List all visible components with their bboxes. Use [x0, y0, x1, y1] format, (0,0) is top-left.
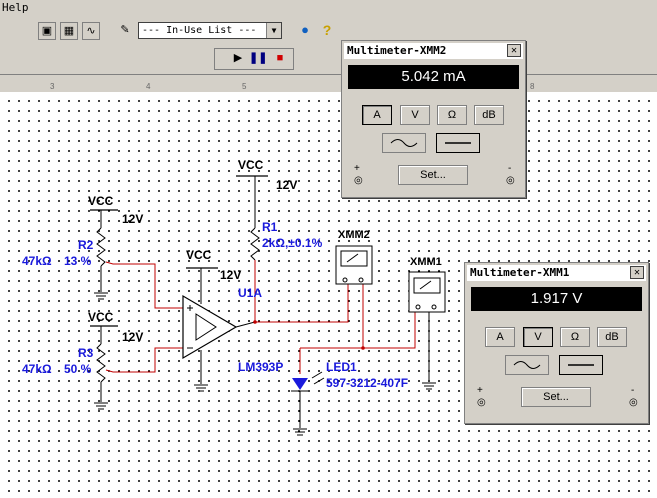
meter-reading: 5.042 mA [348, 65, 519, 89]
multimeter-xmm2-title[interactable]: Multimeter-XMM2 ✕ [344, 43, 523, 59]
dc-line-icon [445, 142, 471, 144]
positive-terminal-icon[interactable]: ◎ [354, 175, 363, 186]
r2-label: R2 [78, 238, 94, 252]
in-use-list-value: --- In-Use List --- [142, 25, 257, 36]
close-icon[interactable]: ✕ [630, 266, 644, 279]
decibel-button[interactable]: dB [474, 105, 504, 125]
grapher-icon[interactable]: ∿ [82, 22, 100, 40]
dc-mode-button[interactable] [436, 133, 480, 153]
vcc-label-r3: VCC [88, 310, 114, 324]
decibel-button[interactable]: dB [597, 327, 627, 347]
set-button[interactable]: Set... [521, 387, 591, 407]
sine-wave-icon [390, 139, 418, 147]
led-part: 597-3212-407F [326, 376, 409, 390]
negative-terminal-icon[interactable]: ◎ [629, 397, 638, 408]
vcc-label-u1: VCC [186, 248, 212, 262]
vcc-label-r1: VCC [238, 158, 264, 172]
simulation-controls: ▶ ❚❚ ■ [214, 48, 294, 70]
negative-terminal-label: - [631, 385, 635, 396]
ruler-mark: 4 [146, 82, 151, 91]
window-title: Multimeter-XMM1 [470, 266, 570, 279]
globe-icon[interactable]: ● [296, 22, 314, 40]
design-toolbox-icon[interactable]: ▣ [38, 22, 56, 40]
stop-icon[interactable]: ■ [271, 50, 289, 68]
voltage-label-r1: 12V [276, 178, 298, 192]
r1-value: 2kΩ,±0.1% [262, 236, 323, 250]
ruler-mark: 3 [50, 82, 55, 91]
r3-label: R3 [78, 346, 94, 360]
pause-icon[interactable]: ❚❚ [249, 50, 267, 68]
in-use-list-select[interactable]: --- In-Use List --- ▼ [138, 22, 282, 39]
voltmeter-button[interactable]: V [523, 327, 553, 347]
xmm1-label: XMM1 [410, 256, 442, 268]
r2-percent: 13 % [64, 254, 92, 268]
set-button[interactable]: Set... [398, 165, 468, 185]
run-icon[interactable]: ▶ [229, 50, 247, 68]
voltage-label-u1: 12V [220, 268, 242, 282]
spreadsheet-icon[interactable]: ▦ [60, 22, 78, 40]
led-label: LED1 [326, 360, 357, 374]
ac-mode-button[interactable] [382, 133, 426, 153]
ohmmeter-button[interactable]: Ω [560, 327, 590, 347]
sine-wave-icon [513, 361, 541, 369]
toolbar: ▣ ▦ ∿ ✎ --- In-Use List --- ▼ ● ? ▶ ❚❚ ■ [0, 16, 657, 75]
menu-bar: Help [0, 0, 657, 16]
dc-mode-button[interactable] [559, 355, 603, 375]
vcc-label-r2: VCC [88, 194, 114, 208]
dc-line-icon [568, 364, 594, 366]
chevron-down-icon[interactable]: ▼ [266, 23, 281, 38]
multimeter-xmm2-window[interactable]: Multimeter-XMM2 ✕ 5.042 mA A V Ω dB Set.… [341, 40, 526, 198]
voltmeter-button[interactable]: V [400, 105, 430, 125]
multimeter-xmm1-window[interactable]: Multimeter-XMM1 ✕ 1.917 V A V Ω dB Set..… [464, 262, 649, 424]
voltage-label-r2: 12V [122, 212, 144, 226]
r1-label: R1 [262, 220, 278, 234]
meter-reading: 1.917 V [471, 287, 642, 311]
negative-terminal-label: - [508, 163, 512, 174]
positive-terminal-label: + [477, 385, 483, 396]
positive-terminal-icon[interactable]: ◎ [477, 397, 486, 408]
negative-terminal-icon[interactable]: ◎ [506, 175, 515, 186]
component-wizard-icon[interactable]: ✎ [116, 22, 134, 40]
menu-help[interactable]: Help [2, 1, 29, 14]
close-icon[interactable]: ✕ [507, 44, 521, 57]
r3-value: 47kΩ [22, 362, 52, 376]
xmm2-label: XMM2 [338, 229, 370, 241]
multimeter-xmm1-title[interactable]: Multimeter-XMM1 ✕ [467, 265, 646, 281]
ruler-mark: 8 [530, 82, 535, 91]
ammeter-button[interactable]: A [362, 105, 392, 125]
schematic-drawing [90, 175, 446, 436]
ac-mode-button[interactable] [505, 355, 549, 375]
u1-part: LM393P [238, 360, 284, 374]
positive-terminal-label: + [354, 163, 360, 174]
voltage-label-r3: 12V [122, 330, 144, 344]
window-title: Multimeter-XMM2 [347, 44, 447, 57]
r3-percent: 50 % [64, 362, 92, 376]
r2-value: 47kΩ [22, 254, 52, 268]
ruler-mark: 5 [242, 82, 247, 91]
u1-label: U1A [238, 286, 263, 300]
ohmmeter-button[interactable]: Ω [437, 105, 467, 125]
help-question-icon[interactable]: ? [318, 22, 336, 40]
ammeter-button[interactable]: A [485, 327, 515, 347]
